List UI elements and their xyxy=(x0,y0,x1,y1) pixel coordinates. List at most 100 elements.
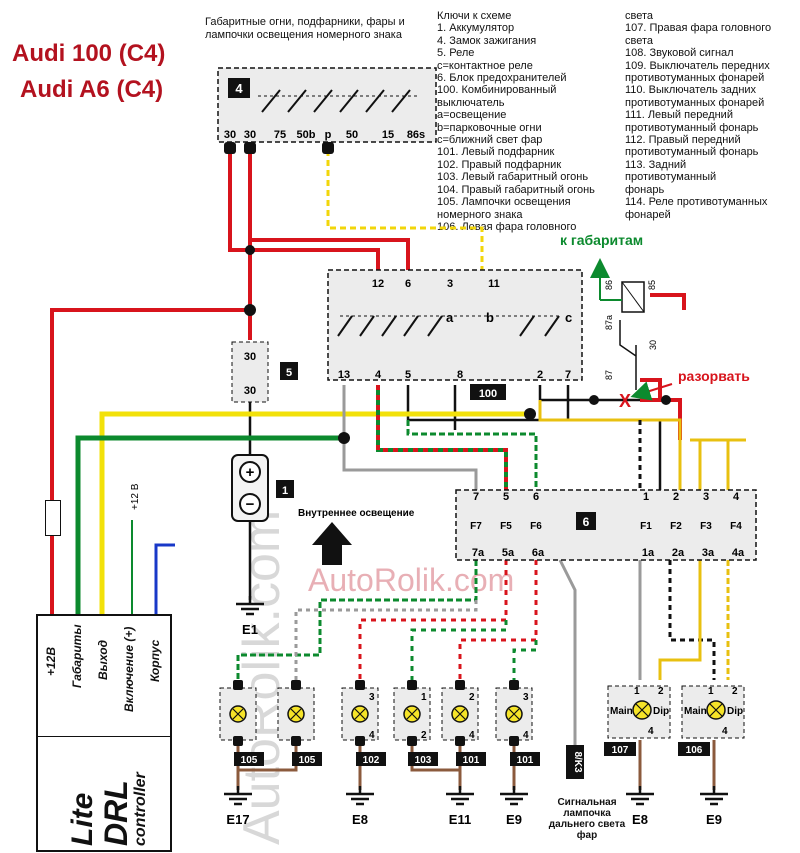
headlight-pin: 2 xyxy=(658,686,664,697)
legend-line: 106. Левая фара головного xyxy=(437,220,577,233)
watermark-horizontal: AutoRolik.com xyxy=(308,562,515,598)
legend-line: 113. Задний xyxy=(625,158,687,171)
break-arrow xyxy=(630,381,673,401)
relay-5: 30 30 5 xyxy=(231,341,298,403)
svg-text:75: 75 xyxy=(274,129,286,141)
legend-line: b=парковочные огни xyxy=(437,121,542,134)
legend-line: c=ближний свет фар xyxy=(437,134,543,147)
ignition-to-switch-wire xyxy=(326,150,484,270)
legend-line: 103. Левый габаритный огонь xyxy=(437,171,589,184)
legend-line: 102. Правый подфарник xyxy=(437,158,562,171)
svg-text:7: 7 xyxy=(565,369,571,381)
battery: + − 1 xyxy=(231,454,294,522)
high-beam-indicator-caption: Сигнальная лампочка дальнего света фар xyxy=(548,797,626,841)
lamp-pin: 4 xyxy=(469,730,475,741)
high-beam-wire-tag xyxy=(566,745,584,779)
lamp-tag-label: 105 xyxy=(241,755,258,766)
ground-e11: E11 xyxy=(446,786,474,827)
svg-text:4: 4 xyxy=(375,369,382,381)
lamp-wires xyxy=(236,559,577,745)
svg-text:7: 7 xyxy=(473,491,479,503)
lamp-pin: 3 xyxy=(523,692,529,703)
ignition-switch-id: 4 xyxy=(235,81,243,96)
headlight-tag-label: 107 xyxy=(612,745,629,756)
lamp-tag-label: 102 xyxy=(363,755,380,766)
drl-relay: 86 85 87a 87 30 xyxy=(590,258,658,390)
ignition-terminals: 30 30 75 50b p 50 15 86s xyxy=(224,129,425,141)
svg-text:F5: F5 xyxy=(500,521,512,532)
legend-line: 101. Левый подфарник xyxy=(437,146,555,159)
break-mark: X xyxy=(619,391,631,411)
lamp-pin: 2 xyxy=(421,730,427,741)
switch-to-fuse-wire-5 xyxy=(406,420,538,490)
yellow-marker-wire-2 xyxy=(538,400,682,490)
green-output-wire xyxy=(75,435,344,614)
svg-text:5a: 5a xyxy=(502,547,515,559)
lamp-pin: 2 xyxy=(469,692,475,703)
ignition-switch: 4 30 30 75 50b p 50 15 86s xyxy=(217,67,437,154)
legend-line: света xyxy=(625,34,654,47)
legend-line: противотуманный фонарь xyxy=(625,121,759,134)
legend-line: 105. Лампочки освещения xyxy=(437,196,571,209)
lamp-tag-label: 101 xyxy=(463,755,480,766)
ground-e9: E9 xyxy=(700,786,728,827)
plus12v-label: +12 В xyxy=(130,483,141,510)
drl-pin-12v: +12В xyxy=(44,646,58,676)
legend-line: 108. Звуковой сигнал xyxy=(625,47,734,60)
svg-text:8/K3: 8/K3 xyxy=(572,751,583,773)
svg-text:6: 6 xyxy=(405,278,411,290)
ground-label: E9 xyxy=(506,812,522,827)
svg-text:30: 30 xyxy=(648,340,658,350)
title-line-2: Audi A6 (C4) xyxy=(20,76,164,103)
ground-label: E11 xyxy=(449,812,471,827)
legend-line: 1. Аккумулятор xyxy=(437,22,515,35)
lamp-tag-label: 101 xyxy=(517,755,534,766)
legend-line: противотуманный xyxy=(625,171,717,184)
legend-line: 6. Блок предохранителей xyxy=(437,72,567,85)
ground-label: E1 xyxy=(242,622,258,637)
svg-text:30: 30 xyxy=(244,351,256,363)
headlight-wires xyxy=(638,420,746,680)
legend-line: 4. Замок зажигания xyxy=(437,34,537,47)
svg-text:4a: 4a xyxy=(732,547,745,559)
drl-divider xyxy=(38,736,170,737)
lamp-pin: 1 xyxy=(421,692,427,703)
svg-text:50: 50 xyxy=(346,129,358,141)
svg-text:F7: F7 xyxy=(470,521,482,532)
legend-line: фонарь xyxy=(625,183,665,196)
headlight-tag xyxy=(678,742,710,756)
legend-line: 104. Правый габаритный огонь xyxy=(437,183,595,196)
lamp-105: 105 xyxy=(219,680,264,766)
combination-switch: 12 6 3 11 13 4 5 8 2 7 a b c 100 xyxy=(327,269,583,400)
fuse-block: 7 5 6 1 2 3 4 F7 F5 F6 F1 F2 F3 F4 7a 5a… xyxy=(455,489,757,561)
drl-pin-output: Выход xyxy=(96,639,110,680)
headlight-main-label: Main xyxy=(610,706,633,717)
svg-text:F1: F1 xyxy=(640,521,652,532)
svg-text:p: p xyxy=(325,129,332,141)
svg-text:2a: 2a xyxy=(672,547,685,559)
legend-line: фонарей xyxy=(625,208,671,221)
svg-text:5: 5 xyxy=(503,491,509,503)
grey-wire xyxy=(342,385,478,490)
drl-name-lite: Lite xyxy=(66,792,99,846)
svg-text:c: c xyxy=(565,310,572,325)
legend-line: 114. Реле противотуманных xyxy=(625,196,768,209)
svg-text:30: 30 xyxy=(224,129,236,141)
svg-text:F3: F3 xyxy=(700,521,712,532)
drl-name-drl: DRL xyxy=(98,780,134,846)
legend-line: 110. Выключатель задних xyxy=(625,84,757,97)
drl-pin-ground: Корпус xyxy=(148,639,162,682)
svg-text:86: 86 xyxy=(604,280,614,290)
lamp-tag xyxy=(456,752,486,766)
drl-controller xyxy=(36,614,172,852)
headlight-pin: 1 xyxy=(708,686,714,697)
